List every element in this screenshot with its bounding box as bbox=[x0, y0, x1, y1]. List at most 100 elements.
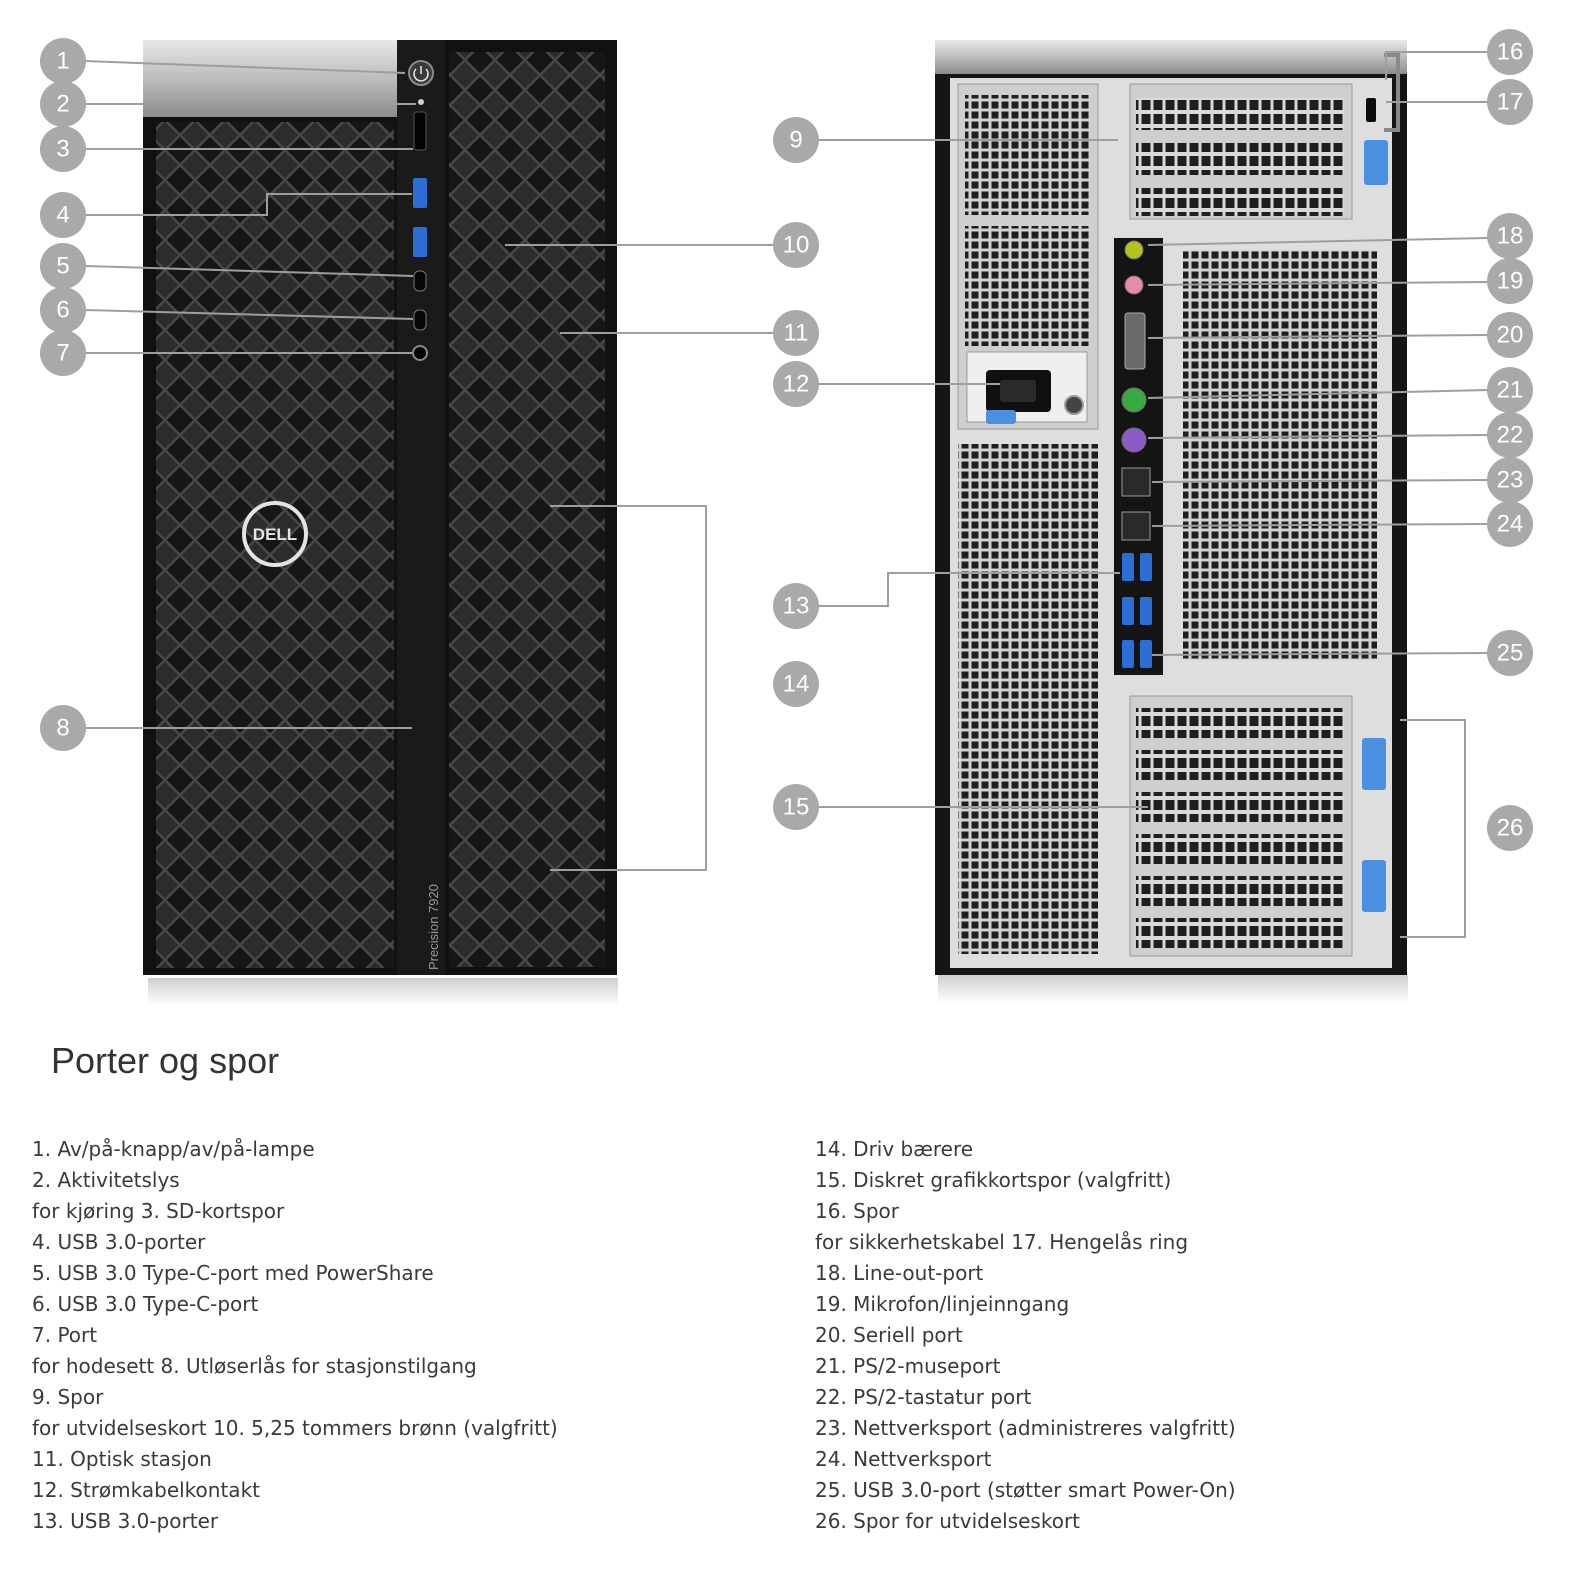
floor-shadow bbox=[148, 978, 618, 1006]
callout-label-7: 7 bbox=[56, 340, 69, 367]
callout-label-24: 24 bbox=[1497, 511, 1524, 538]
callout-circle-20 bbox=[1487, 312, 1533, 358]
legend-item: 11. Optisk stasjon bbox=[32, 1447, 212, 1471]
gfx-slot-5 bbox=[1136, 876, 1344, 906]
callout-label-18: 18 bbox=[1497, 223, 1524, 250]
usb-port-front-2 bbox=[413, 227, 427, 257]
usb-c-port bbox=[413, 309, 427, 331]
leader-20 bbox=[1147, 334, 1489, 339]
callout-circle-4 bbox=[40, 192, 86, 238]
leader-22 bbox=[1147, 434, 1489, 439]
callout-circle-24 bbox=[1487, 501, 1533, 547]
legend-item: for kjøring 3. SD-kortspor bbox=[32, 1199, 285, 1223]
legend-item: for utvidelseskort 10. 5,25 tommers brøn… bbox=[32, 1416, 558, 1440]
legend-item: 6. USB 3.0 Type-C-port bbox=[32, 1292, 259, 1316]
callout-label-10: 10 bbox=[783, 232, 810, 259]
gfx-slot-3 bbox=[1136, 792, 1344, 822]
network-port bbox=[1121, 511, 1151, 541]
leader-lines bbox=[84, 51, 1489, 938]
callout-circle-18 bbox=[1487, 213, 1533, 259]
legend-item: 21. PS/2-museport bbox=[815, 1354, 1001, 1378]
rear-usb-1 bbox=[1122, 553, 1134, 581]
section-title: Porter og spor bbox=[51, 1040, 280, 1081]
callout-label-15: 15 bbox=[783, 794, 810, 821]
legend-item: 5. USB 3.0 Type-C-port med PowerShare bbox=[32, 1261, 434, 1285]
rear-floor-shadow bbox=[938, 975, 1408, 1003]
callout-label-11: 11 bbox=[784, 320, 809, 347]
power-socket-inner bbox=[1000, 380, 1036, 402]
callout-circle-9 bbox=[773, 117, 819, 163]
legend-item: 20. Seriell port bbox=[815, 1323, 963, 1347]
ps2-keyboard-port bbox=[1121, 427, 1147, 453]
model-label: Precision 7920 bbox=[426, 884, 441, 970]
legend-item: 15. Diskret grafikkortspor (valgfritt) bbox=[815, 1168, 1172, 1192]
legend-item: for hodesett 8. Utløserlås for stasjonst… bbox=[32, 1354, 477, 1378]
rear-usb-2 bbox=[1140, 553, 1152, 581]
leader-1 bbox=[84, 60, 406, 74]
callout-circle-11 bbox=[773, 310, 819, 356]
gfx-slot-2 bbox=[1136, 750, 1344, 780]
headset-jack bbox=[412, 345, 428, 361]
dell-logo bbox=[242, 501, 308, 567]
callouts: 1 2 3 4 5 6 7 8 9 10 11 12 13 14 15 16 1… bbox=[40, 29, 1533, 851]
rear-usb-5 bbox=[1122, 640, 1134, 668]
leader-16 bbox=[1385, 51, 1488, 80]
psu-release-latch bbox=[986, 410, 1016, 424]
legend-item: 9. Spor bbox=[32, 1385, 104, 1409]
drive-bay-grille bbox=[958, 444, 1098, 954]
callout-circle-15 bbox=[773, 784, 819, 830]
legend-item: 23. Nettverksport (administreres valgfri… bbox=[815, 1416, 1236, 1440]
tower-diagram: DELL Precision 7920 bbox=[40, 29, 1533, 1006]
callout-circle-1 bbox=[40, 38, 86, 84]
callout-label-20: 20 bbox=[1497, 322, 1524, 349]
callout-label-2: 2 bbox=[56, 91, 69, 118]
callout-label-9: 9 bbox=[789, 127, 802, 154]
slot-cover-3 bbox=[1136, 188, 1344, 216]
rear-usb-4 bbox=[1140, 597, 1152, 625]
legend-item: for sikkerhetskabel 17. Hengelås ring bbox=[815, 1230, 1189, 1254]
callout-label-6: 6 bbox=[56, 297, 69, 324]
callout-label-14: 14 bbox=[783, 671, 810, 698]
legend-item: 4. USB 3.0-porter bbox=[32, 1230, 206, 1254]
callout-label-13: 13 bbox=[783, 593, 810, 620]
callout-label-19: 19 bbox=[1497, 268, 1524, 295]
network-port-managed bbox=[1121, 467, 1151, 497]
legend-item: 25. USB 3.0-port (støtter smart Power-On… bbox=[815, 1478, 1236, 1502]
callout-circle-19 bbox=[1487, 258, 1533, 304]
leader-26 bbox=[1400, 719, 1466, 938]
front-view: DELL Precision 7920 bbox=[143, 40, 618, 1006]
psu-fan-grille-2 bbox=[965, 226, 1090, 346]
ps2-mouse-port bbox=[1121, 387, 1147, 413]
front-mesh-right bbox=[449, 52, 605, 967]
callout-label-1: 1 bbox=[56, 48, 69, 75]
legend-item: 24. Nettverksport bbox=[815, 1447, 992, 1471]
legend-item: 13. USB 3.0-porter bbox=[32, 1509, 219, 1533]
front-mesh-left bbox=[156, 122, 394, 968]
callout-circle-3 bbox=[40, 126, 86, 172]
leader-25 bbox=[1151, 652, 1489, 656]
rear-fan-grille bbox=[1183, 250, 1377, 660]
dell-logo-text: DELL bbox=[253, 525, 297, 544]
leader-23 bbox=[1151, 479, 1489, 483]
leader-14 bbox=[550, 505, 707, 871]
gfx-slot-6 bbox=[1136, 918, 1344, 948]
leader-5 bbox=[84, 265, 414, 277]
rear-usb-smart-power-on bbox=[1140, 640, 1152, 668]
legend-item: 7. Port bbox=[32, 1323, 98, 1347]
legend-item: 18. Line-out-port bbox=[815, 1261, 984, 1285]
callout-label-5: 5 bbox=[56, 253, 69, 280]
leader-18 bbox=[1147, 237, 1489, 246]
legend-item: 2. Aktivitetslys bbox=[32, 1168, 180, 1192]
callout-circle-12 bbox=[773, 361, 819, 407]
callout-label-21: 21 bbox=[1497, 377, 1524, 404]
slot-cover-2 bbox=[1136, 143, 1344, 175]
leader-4 bbox=[85, 193, 412, 216]
callout-label-8: 8 bbox=[56, 715, 69, 742]
callout-label-12: 12 bbox=[783, 371, 810, 398]
callout-circle-25 bbox=[1487, 630, 1533, 676]
legend-item: 19. Mikrofon/linjeinngang bbox=[815, 1292, 1070, 1316]
callout-circle-16 bbox=[1487, 29, 1533, 75]
callout-label-3: 3 bbox=[56, 136, 69, 163]
rear-top-handle bbox=[935, 40, 1407, 74]
rear-view bbox=[935, 40, 1408, 1003]
